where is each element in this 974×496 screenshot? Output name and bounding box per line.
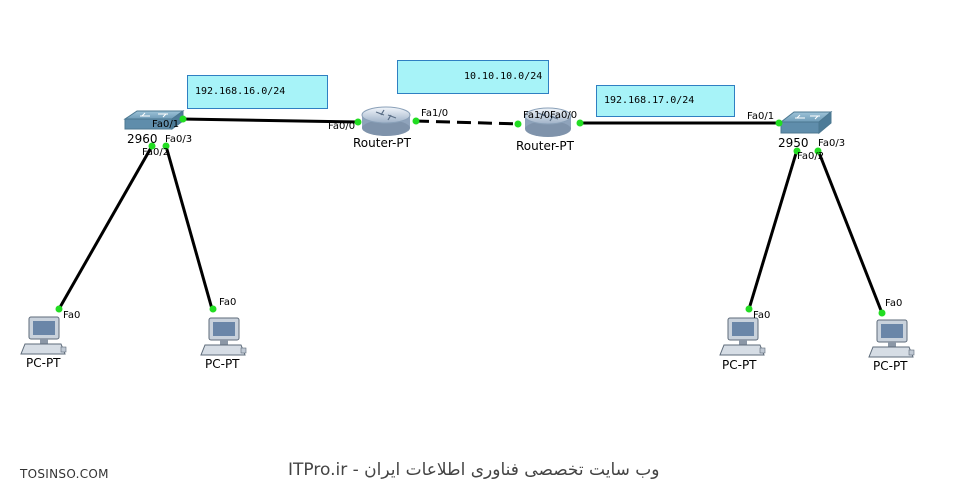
- pc4-icon[interactable]: [868, 319, 915, 358]
- port-light-pc4: [878, 309, 886, 317]
- router-right-name: Router-PT: [516, 139, 574, 153]
- footer-brand-center: ITPro.ir - وب سایت تخصصی فناوری اطلاعات …: [288, 460, 660, 480]
- port-light-sw2-fa03: [814, 147, 822, 155]
- pc3-icon[interactable]: [719, 317, 766, 356]
- router-left-name: Router-PT: [353, 136, 411, 150]
- link-switch-right-pc4[interactable]: [816, 149, 884, 314]
- switch-right-name: 2950: [778, 136, 809, 150]
- router-left-icon[interactable]: [361, 106, 411, 136]
- network-note-center[interactable]: 10.10.10.0/24: [397, 60, 549, 94]
- port-label-pc3-fa0: Fa0: [753, 310, 771, 321]
- port-lights: [55, 115, 886, 317]
- pc2-icon[interactable]: [200, 317, 247, 356]
- port-light-sw2-fa01: [775, 119, 783, 127]
- port-light-pc3: [745, 305, 753, 313]
- port-label-sw1-fa01: Fa0/1: [152, 119, 180, 130]
- link-switch-left-pc2[interactable]: [164, 145, 214, 310]
- network-note-left-text: 192.168.16.0/24: [195, 86, 286, 97]
- port-light-r2-fa00: [576, 119, 584, 127]
- port-label-r2-fa10-fa00: Fa1/0Fa0/0: [523, 110, 578, 121]
- port-light-sw2-fa02: [793, 147, 801, 155]
- network-note-left[interactable]: 192.168.16.0/24: [187, 75, 328, 109]
- port-label-sw1-fa02: Fa0/2: [142, 147, 170, 158]
- link-switch-right-pc3[interactable]: [747, 149, 799, 310]
- pc2-name: PC-PT: [205, 357, 240, 371]
- port-label-sw2-fa03: Fa0/3: [818, 138, 846, 149]
- pc3-name: PC-PT: [722, 358, 757, 372]
- port-light-sw1-fa02: [148, 142, 156, 150]
- pc4-name: PC-PT: [873, 359, 908, 373]
- network-note-right[interactable]: 192.168.17.0/24: [596, 85, 735, 117]
- footer-brand-left: TOSINSO.COM: [20, 467, 109, 481]
- link-switch-left-router-left[interactable]: [181, 117, 359, 124]
- port-light-r1-fa00: [354, 118, 362, 126]
- port-label-r1-fa10: Fa1/0: [421, 108, 449, 119]
- port-light-r1-fa10: [412, 117, 420, 125]
- network-note-center-text: 10.10.10.0/24: [464, 71, 543, 82]
- link-router-left-router-right[interactable]: [414, 119, 521, 126]
- port-label-pc4-fa0: Fa0: [885, 298, 903, 309]
- port-light-pc1: [55, 305, 63, 313]
- network-note-right-text: 192.168.17.0/24: [604, 95, 695, 106]
- link-switch-left-pc1[interactable]: [57, 145, 154, 310]
- port-light-sw1-fa01: [179, 115, 187, 123]
- pc1-icon[interactable]: [20, 316, 67, 355]
- pc1-name: PC-PT: [26, 356, 61, 370]
- port-label-sw2-fa02: Fa0/2: [797, 151, 825, 162]
- port-light-r2-fa10: [514, 120, 522, 128]
- router-right-icon[interactable]: [524, 107, 572, 137]
- switch-left-name: 2960: [127, 132, 158, 146]
- port-label-pc1-fa0: Fa0: [63, 310, 81, 321]
- port-label-pc2-fa0: Fa0: [219, 297, 237, 308]
- port-light-pc2: [209, 305, 217, 313]
- port-label-sw1-fa03: Fa0/3: [165, 134, 193, 145]
- port-light-sw1-fa03: [162, 142, 170, 150]
- port-label-r1-fa00: Fa0/0: [328, 121, 356, 132]
- port-label-sw2-fa01: Fa0/1: [747, 111, 775, 122]
- switch-right-icon[interactable]: [779, 110, 833, 135]
